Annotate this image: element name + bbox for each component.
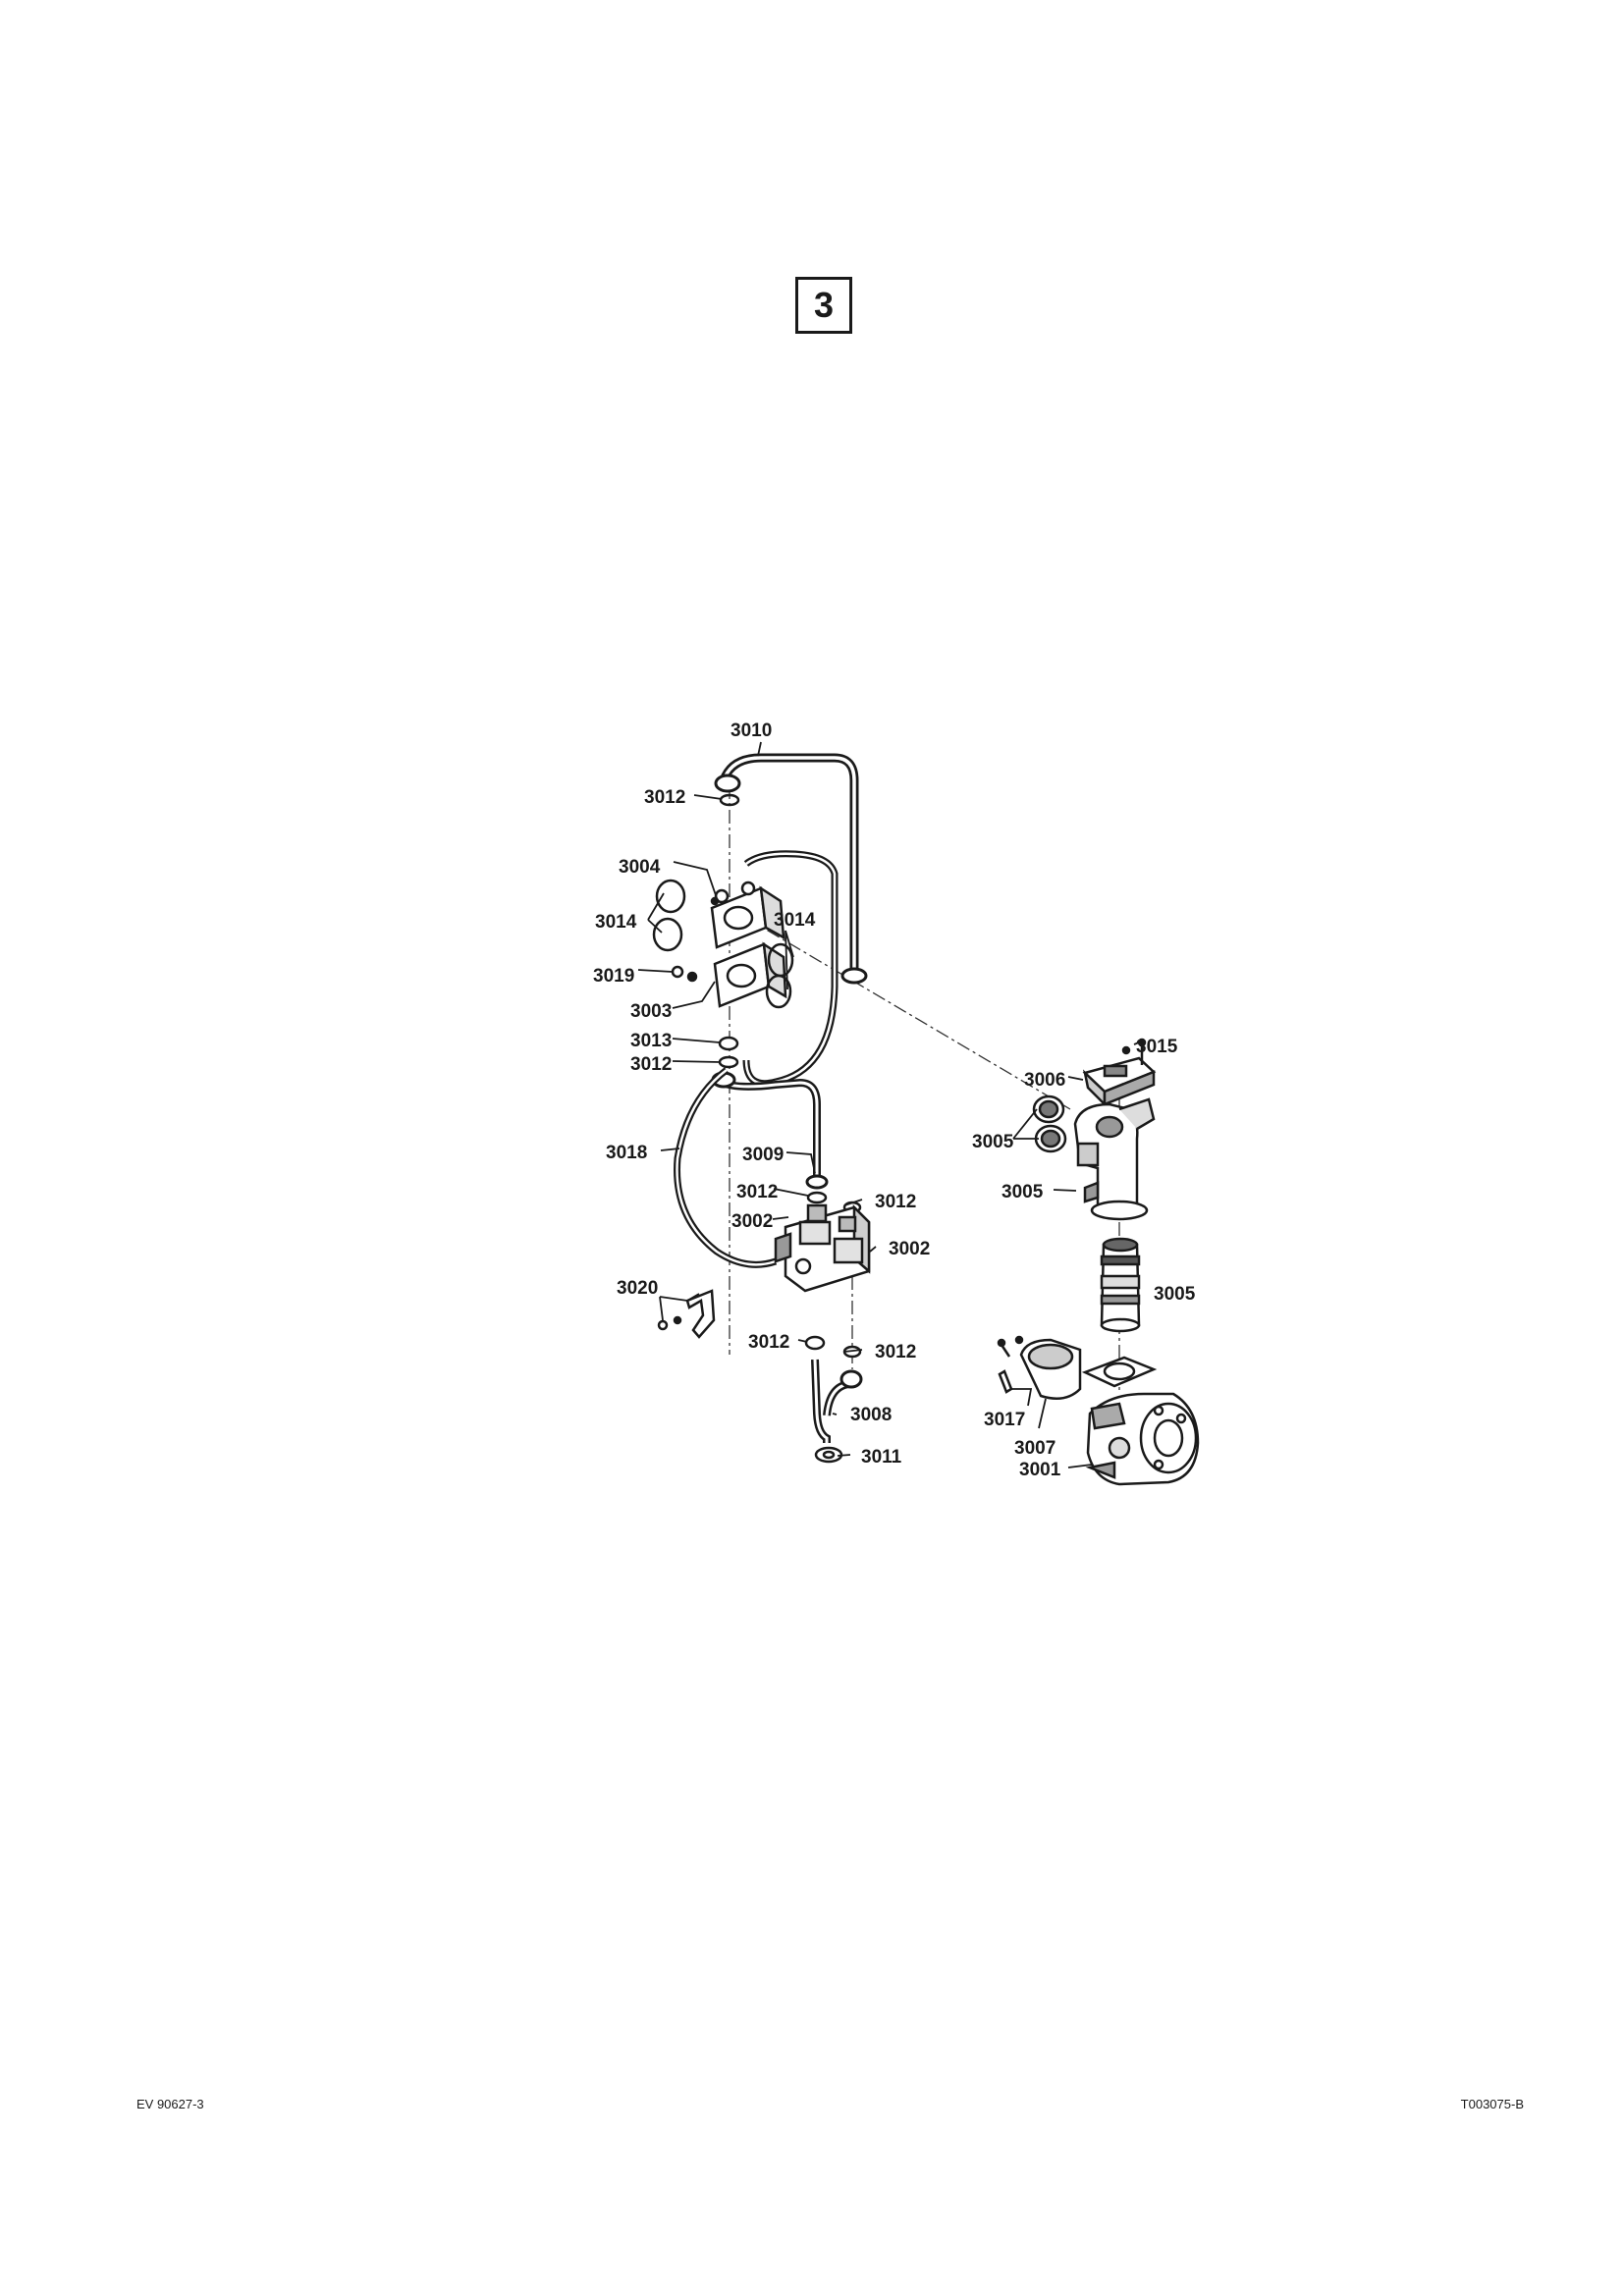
filter-cartridge-3005 [1100,1237,1141,1333]
label-3020: 3020 [617,1278,658,1299]
label-3012: 3012 [630,1054,672,1075]
o-rings-3014-left [652,879,686,952]
bracket-3020 [657,1289,716,1339]
label-3019: 3019 [593,966,634,987]
washer-3011 [814,1446,843,1464]
label-3012: 3012 [736,1182,778,1202]
pipe-3010 [714,753,868,985]
label-3011: 3011 [861,1447,902,1468]
pipe-3008 [811,1359,863,1443]
cover-3006 [1082,1038,1157,1108]
label-3012: 3012 [748,1332,789,1353]
gasket-ring [1081,1356,1158,1388]
label-3015: 3015 [1136,1037,1178,1057]
flange-3007 [997,1335,1082,1401]
seals-3013-3012 [718,1036,739,1069]
label-3012: 3012 [875,1192,916,1212]
label-3010: 3010 [731,721,772,741]
part-labels: 3010 3012 3004 3014 3014 3019 3003 3013 … [593,721,1196,1480]
footer-document-code: EV 90627-3 [136,2097,204,2111]
footer-drawing-code: T003075-B [1460,2097,1524,2111]
section-number: 3 [813,285,835,325]
label-3004: 3004 [619,857,661,878]
label-3014: 3014 [595,912,637,933]
label-3005: 3005 [1154,1284,1196,1305]
filter-housing-3005 [1073,1097,1156,1221]
label-3007: 3007 [1014,1438,1056,1459]
pump-body-3001 [1085,1392,1200,1486]
label-3018: 3018 [606,1143,647,1163]
label-3005: 3005 [972,1132,1014,1152]
label-3003: 3003 [630,1001,672,1022]
label-3002: 3002 [889,1239,930,1259]
label-3008: 3008 [850,1405,892,1425]
valve-body-3002 [774,1203,871,1293]
label-3006: 3006 [1024,1070,1065,1091]
label-3012: 3012 [875,1342,916,1362]
hose-3018 [674,1067,778,1268]
section-number-box: 3 [795,277,852,334]
label-3012: 3012 [644,787,685,808]
label-3005: 3005 [1001,1182,1044,1202]
o-rings-3014-right [765,942,794,1009]
label-3013: 3013 [630,1031,672,1051]
pipe-3009 [711,1071,829,1190]
label-3001: 3001 [1019,1460,1061,1480]
seals-3012-valve-bottom [804,1335,862,1359]
label-3017: 3017 [984,1410,1025,1430]
seal-3012-top [719,793,740,807]
filter-discs-3005 [1032,1095,1067,1153]
label-3002: 3002 [731,1211,773,1232]
label-3009: 3009 [742,1145,784,1165]
label-3014: 3014 [774,910,816,931]
manifold-3004 [710,881,785,949]
leader-lines [637,741,1140,1468]
